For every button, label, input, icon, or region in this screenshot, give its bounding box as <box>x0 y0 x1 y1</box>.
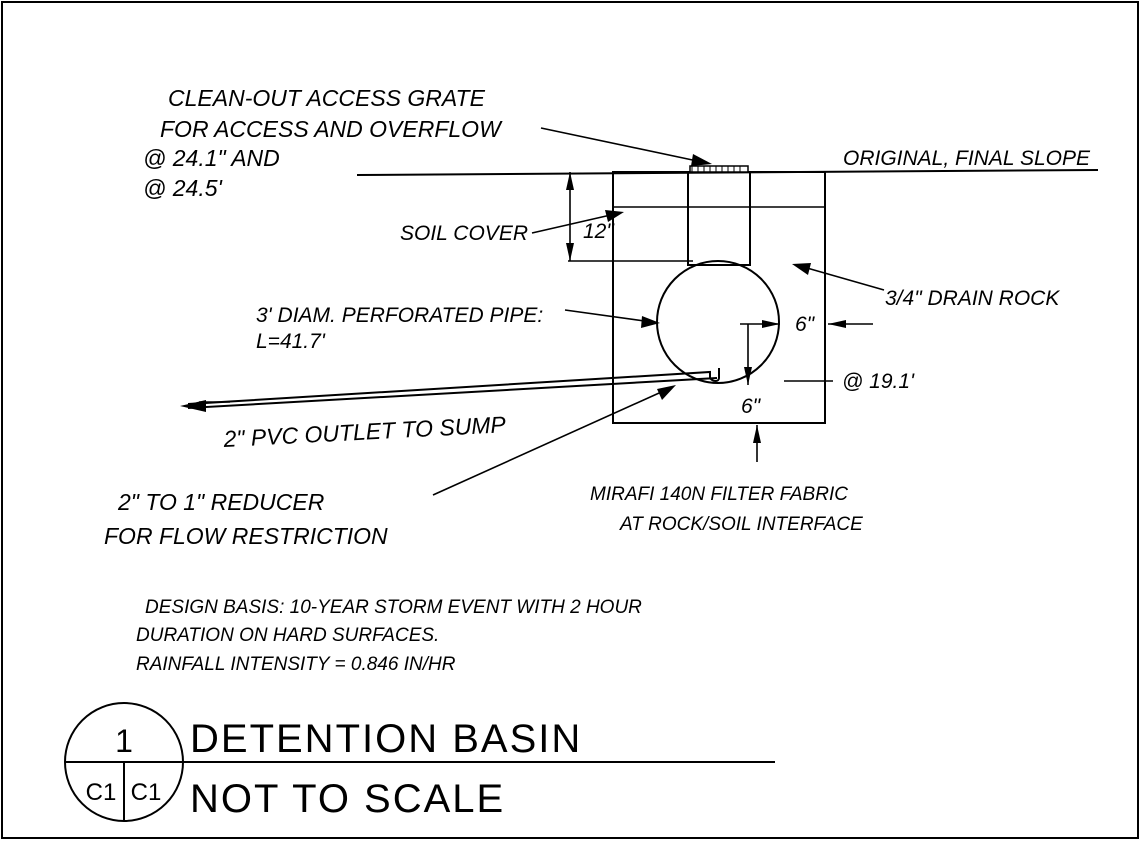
elevation-label: @ 19.1' <box>842 370 915 393</box>
detail-title: DETENTION BASIN <box>190 717 582 761</box>
leader-arrowhead <box>641 316 660 328</box>
basin-trench <box>612 171 826 424</box>
dim-arrowhead <box>566 243 574 261</box>
leader-arrowhead <box>657 385 676 400</box>
dim-arrowhead <box>566 172 574 190</box>
drain-rock-label: 3/4" DRAIN ROCK <box>885 287 1060 310</box>
leader-arrowhead <box>691 154 712 166</box>
outlet-label: 2" PVC OUTLET TO SUMP <box>222 411 507 452</box>
design-note-line3: RAINFALL INTENSITY = 0.846 IN/HR <box>136 654 456 675</box>
design-note-line1: DESIGN BASIS: 10-YEAR STORM EVENT WITH 2… <box>145 597 642 618</box>
reducer-leader <box>432 388 669 496</box>
grate-leader <box>540 127 703 163</box>
grate-label-line1: CLEAN-OUT ACCESS GRATE <box>168 85 486 111</box>
pipe-label-line1: 3' DIAM. PERFORATED PIPE: <box>256 304 543 327</box>
clean-out-riser <box>687 171 751 266</box>
soil-cover-dimension-label: 12" <box>583 220 615 243</box>
dim-arrowhead <box>744 367 752 385</box>
dim-arrowhead <box>762 320 780 328</box>
design-note-line2: DURATION ON HARD SURFACES. <box>136 625 439 646</box>
grate-bars <box>691 166 741 172</box>
access-grate <box>689 165 749 173</box>
reducer-label-line2: FOR FLOW RESTRICTION <box>104 523 388 549</box>
grate-label-line3: @ 24.1" AND <box>143 145 280 171</box>
perforated-pipe <box>656 260 780 384</box>
side-dimension-label: 6" <box>795 313 816 336</box>
grate-label-line4: @ 24.5' <box>143 175 224 201</box>
dim-arrowhead <box>753 425 761 443</box>
detail-subtitle: NOT TO SCALE <box>190 777 505 821</box>
leader-arrowhead <box>605 210 624 222</box>
outlet-arrowhead <box>180 400 206 412</box>
sheet-ref-left: C1 <box>86 779 117 806</box>
pipe-label-line2: L=41.7' <box>256 330 326 353</box>
drain-rock-leader <box>799 265 885 291</box>
bottom-dimension-label: 6" <box>741 395 762 418</box>
fabric-label-line2: AT ROCK/SOIL INTERFACE <box>619 514 863 535</box>
soil-cover-label: SOIL COVER <box>400 222 528 245</box>
fabric-label-line1: MIRAFI 140N FILTER FABRIC <box>590 484 848 505</box>
final-slope-label: ORIGINAL, FINAL SLOPE <box>843 147 1091 170</box>
reducer-label-line1: 2" TO 1" REDUCER <box>117 489 324 515</box>
detail-number: 1 <box>115 723 133 759</box>
sheet-ref-right: C1 <box>131 779 162 806</box>
pipe-leader <box>564 309 653 323</box>
pvc-outlet-pipe <box>188 368 720 410</box>
soil-cover-leader <box>531 213 616 234</box>
dim-arrowhead <box>828 320 846 328</box>
leader-arrowhead <box>792 263 811 275</box>
grate-label-line2: FOR ACCESS AND OVERFLOW <box>160 116 503 142</box>
